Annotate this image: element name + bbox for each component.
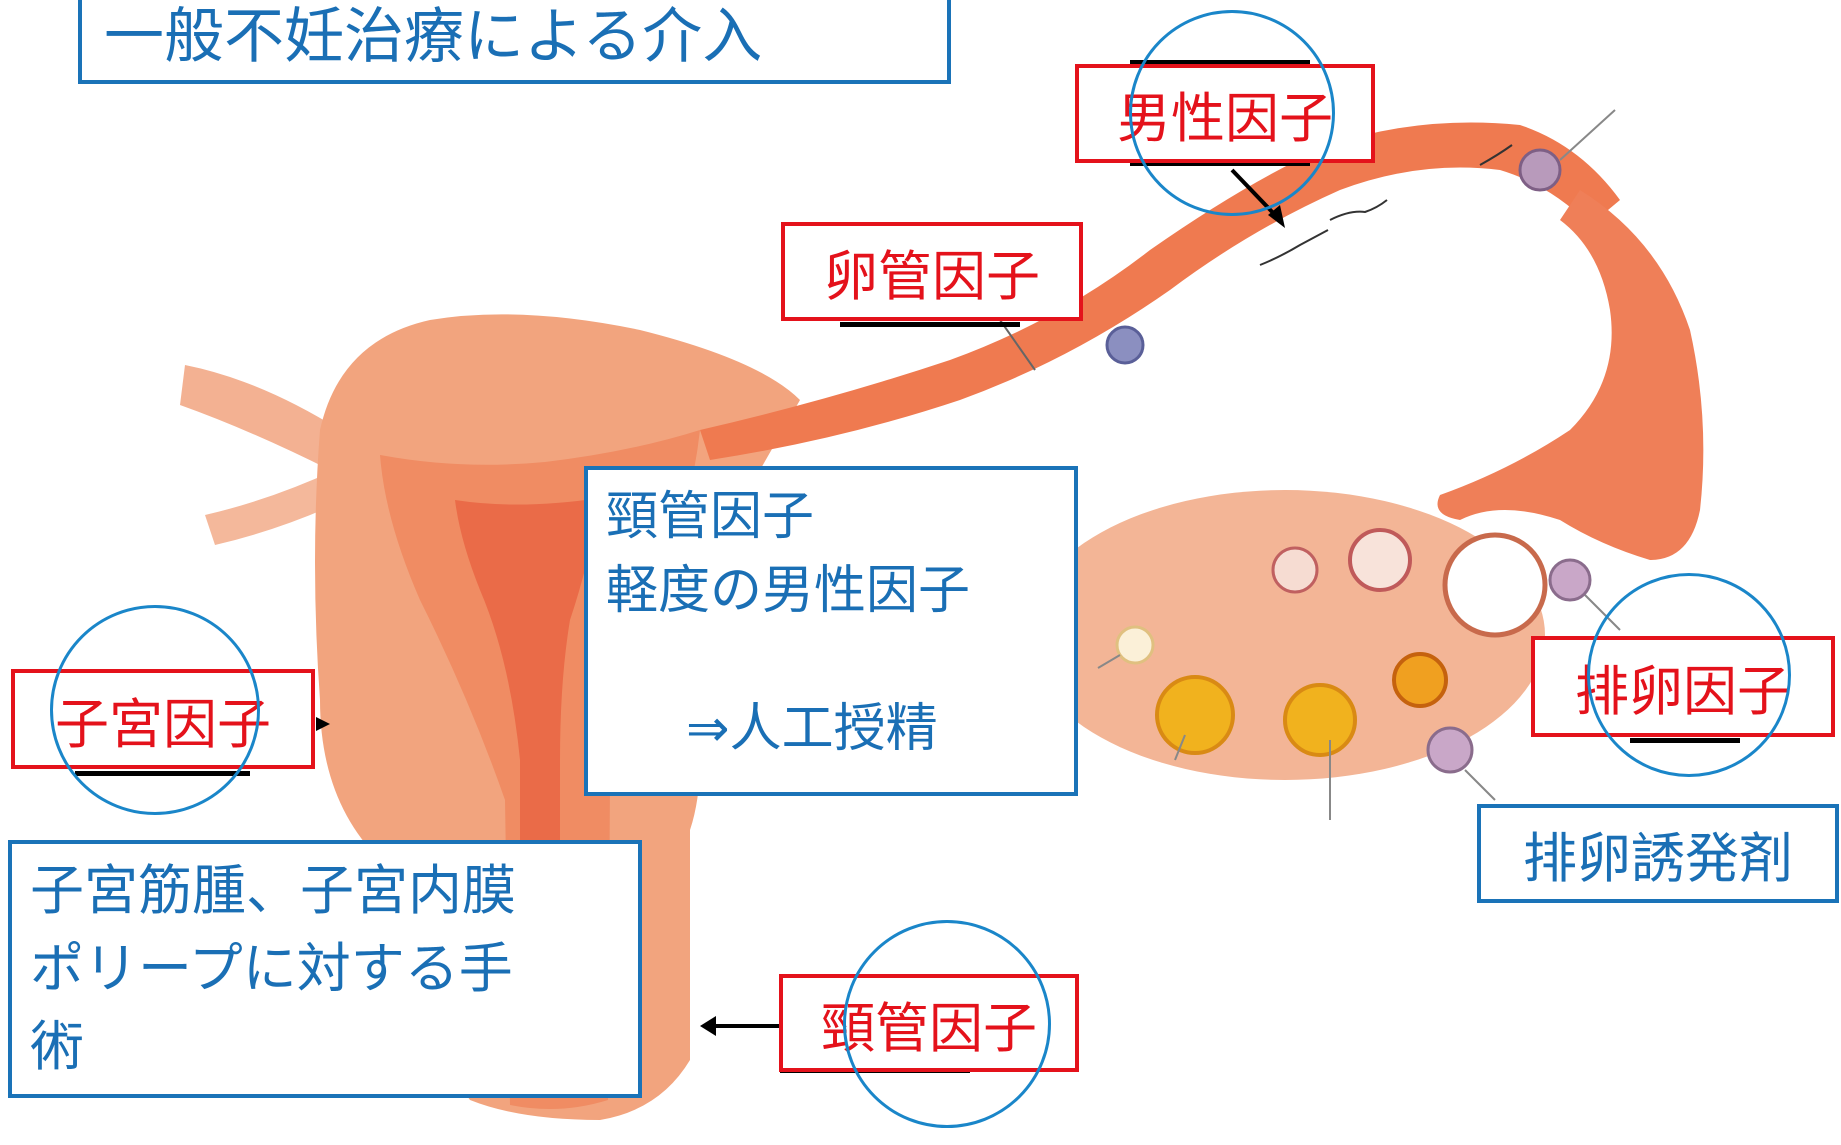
note-cervical-insemination: 頸管因子 軽度の男性因子 ⇒人工授精 — [584, 466, 1078, 796]
note-ovulation-drug: 排卵誘発剤 — [1477, 804, 1839, 903]
underline-tubal — [840, 322, 1020, 327]
round-ligament — [180, 365, 340, 470]
label-tubal-factor: 卵管因子 — [781, 222, 1083, 321]
ovum-released-2 — [1428, 728, 1472, 772]
corpus-albicans — [1117, 627, 1153, 663]
note-surgery-line1: 子宮筋腫、子宮内膜 — [30, 852, 620, 930]
corpus-luteum-1 — [1157, 677, 1233, 753]
corpus-luteum-3 — [1394, 654, 1446, 706]
corpus-luteum-2 — [1285, 685, 1355, 755]
note-cervical-line1: 頸管因子 — [606, 480, 1056, 554]
page-title: 一般不妊治療による介入 — [104, 0, 762, 75]
note-cervical-line2: 軽度の男性因子 — [606, 554, 1056, 628]
leader-fertilization — [1560, 110, 1615, 160]
highlight-circle-uterine — [50, 605, 260, 815]
sperm-1 — [1260, 230, 1328, 265]
note-surgery: 子宮筋腫、子宮内膜 ポリープに対する手 術 — [8, 840, 642, 1098]
ovum-in-tube-1 — [1107, 327, 1143, 363]
note-surgery-line2: ポリープに対する手 — [30, 930, 620, 1008]
title-box: 一般不妊治療による介入 — [78, 0, 951, 84]
highlight-circle-cervical — [843, 920, 1051, 1128]
label-tubal-factor-text: 卵管因子 — [824, 232, 1040, 311]
follicle-large — [1445, 535, 1545, 635]
leader-ovum-2 — [1465, 770, 1495, 800]
follicle-medium — [1350, 530, 1410, 590]
follicle-small — [1273, 548, 1317, 592]
ovum-released — [1550, 560, 1590, 600]
highlight-circle-ovulation — [1587, 573, 1791, 777]
highlight-circle-male — [1129, 10, 1335, 216]
sperm-2 — [1330, 200, 1387, 220]
note-surgery-line3: 術 — [30, 1008, 620, 1086]
arrow-cervical-head — [700, 1016, 716, 1036]
note-ovulation-drug-text: 排卵誘発剤 — [1523, 814, 1793, 893]
note-cervical-line3: ⇒人工授精 — [606, 692, 1056, 766]
ovum-fertilization — [1520, 150, 1560, 190]
fimbriae — [1438, 190, 1704, 560]
